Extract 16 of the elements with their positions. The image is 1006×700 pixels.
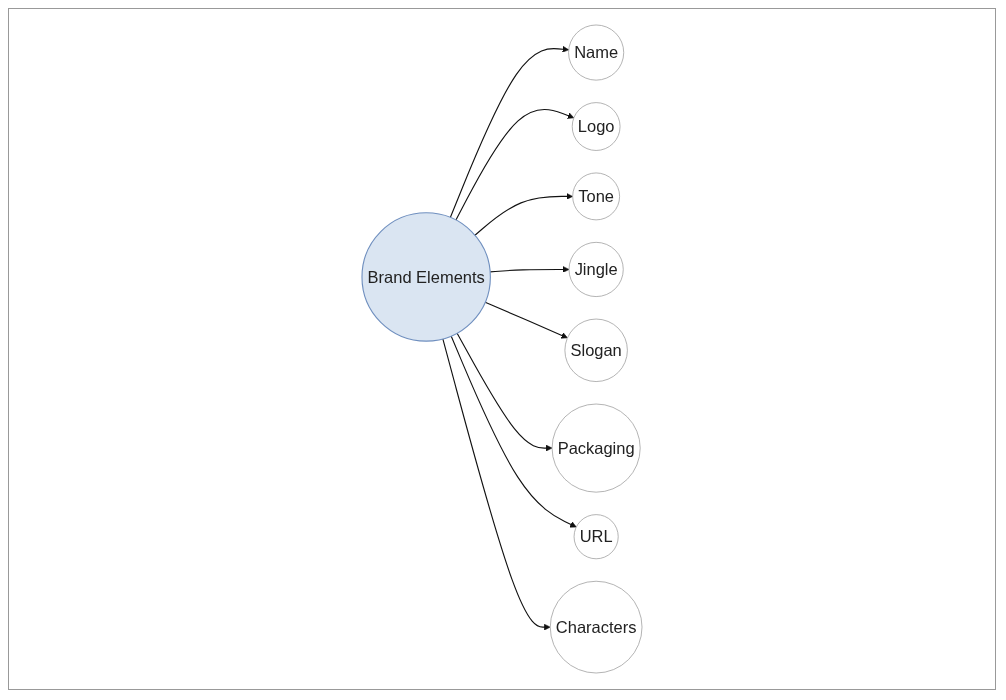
node-circle: Slogan (564, 318, 628, 382)
node-circle: Packaging (551, 403, 641, 493)
arrow (455, 108, 575, 221)
node-circle: Logo (571, 102, 621, 151)
node-circle: Tone (572, 172, 620, 221)
arrow (456, 332, 553, 452)
node-circle: Jingle (568, 241, 624, 297)
arrow (484, 301, 568, 339)
arrow (449, 46, 569, 218)
arrow (450, 335, 577, 528)
node-circle: Name (568, 24, 625, 81)
node-circle: Characters (549, 580, 643, 674)
arrow (442, 338, 551, 631)
arrow (474, 193, 573, 236)
node-circle: URL (573, 514, 619, 560)
node-circle: Brand Elements (361, 212, 491, 342)
